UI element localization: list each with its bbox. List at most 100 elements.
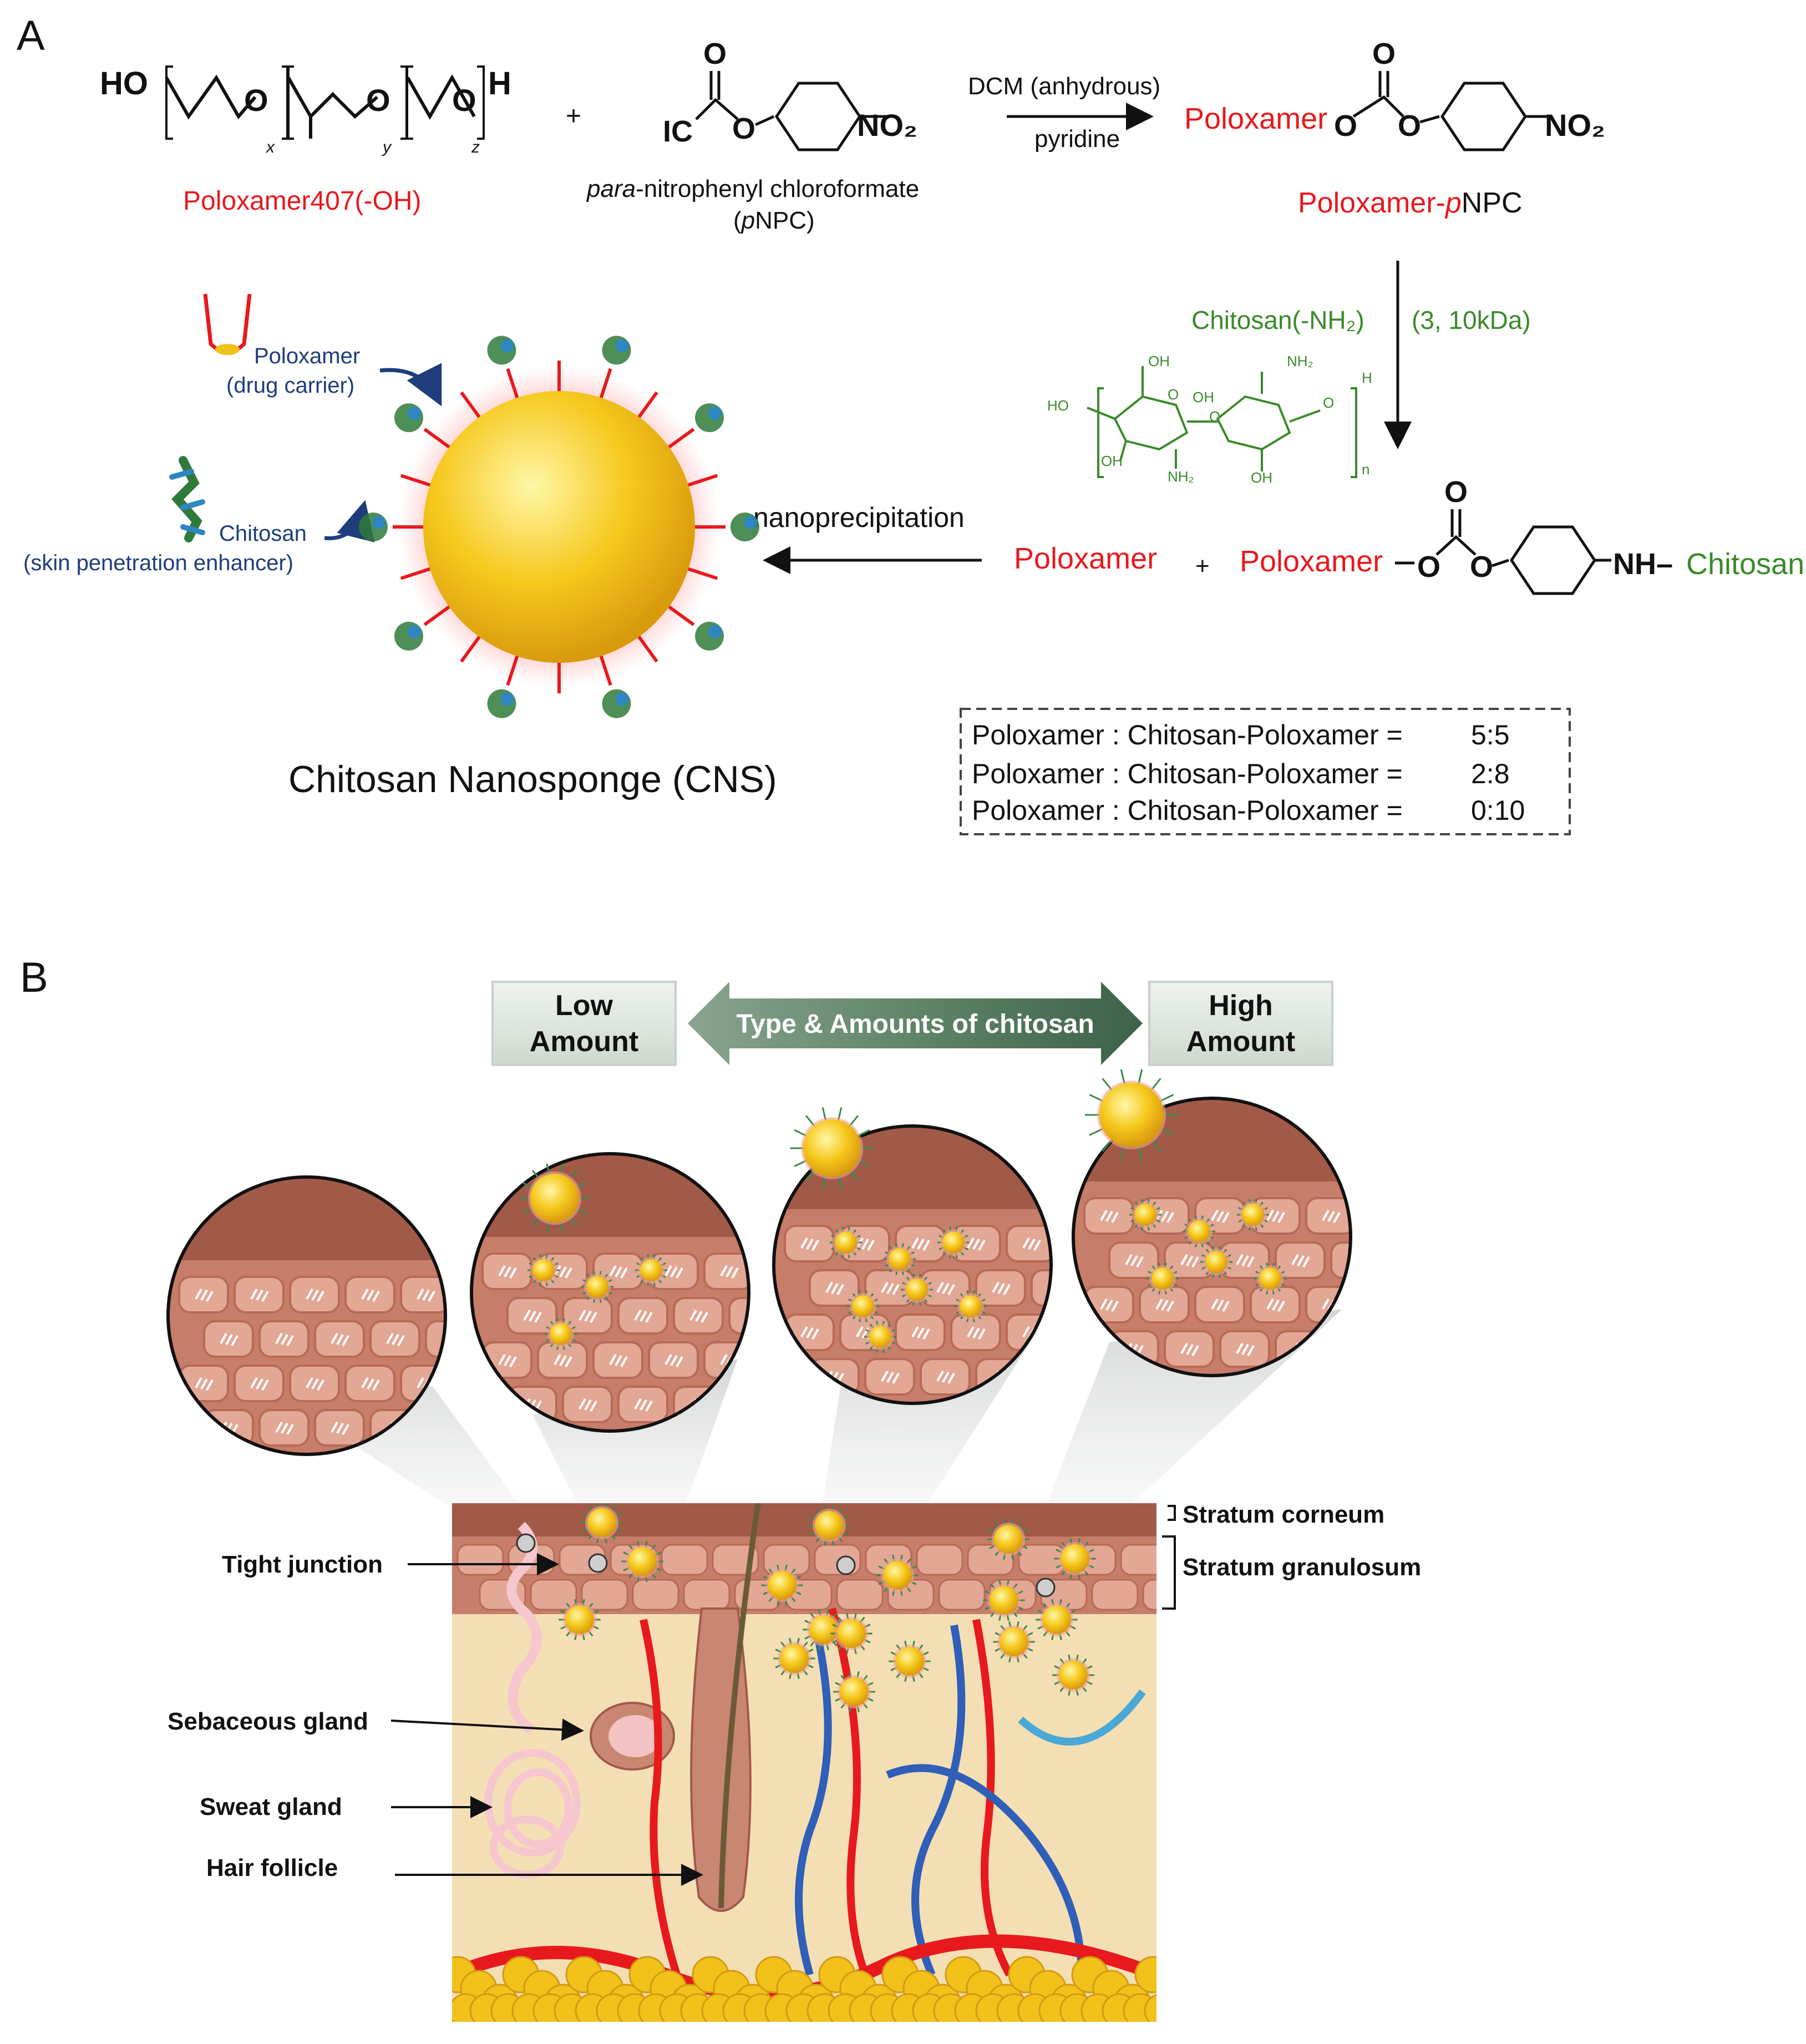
magnified-view-1: [168, 1177, 445, 1454]
condition-solvent: DCM (anhydrous): [968, 73, 1160, 100]
panel-a-label: A: [17, 12, 45, 59]
chitosan-atom-oh1: OH: [1148, 353, 1170, 369]
sweat-duct: [506, 1521, 542, 1735]
poloxamer-pnpc-name: Poloxamer-pNPC: [1298, 187, 1523, 219]
nanoprecipitation-label: nanoprecipitation: [753, 502, 965, 533]
chitosan-atom-h: H: [1362, 369, 1372, 386]
mix-o-left: O: [1417, 550, 1440, 584]
hair-follicle-label: Hair follicle: [206, 1854, 338, 1881]
arrow-label: Type & Amounts of chitosan: [736, 1010, 1094, 1039]
subscript-y: y: [382, 138, 392, 156]
ratio-1-label: Poloxamer : Chitosan-Poloxamer =: [972, 719, 1403, 750]
high-amount-line2: Amount: [1186, 1026, 1295, 1058]
sebaceous-gland-label: Sebaceous gland: [168, 1708, 368, 1735]
chitosan-atom-oh3: OH: [1101, 453, 1123, 469]
ratio-box: [960, 708, 1571, 835]
pnpc-name: para-nitrophenyl chloroformate: [586, 175, 919, 202]
legend-arrow-poloxamer: [379, 363, 442, 407]
poloxamer-legend-icon: [203, 293, 252, 355]
low-amount-line1: Low: [555, 990, 613, 1022]
fat-layer: [452, 1956, 1156, 2022]
cns-core: [423, 391, 695, 663]
ratio-3-label: Poloxamer : Chitosan-Poloxamer =: [972, 795, 1403, 826]
chitosan-atoms: OH NH₂ HO O OH O O H OH NH₂ OH n: [1047, 353, 1372, 486]
legend-poloxamer-sub: (drug carrier): [226, 373, 354, 398]
legend-chitosan: Chitosan: [219, 521, 307, 546]
o-atom: O: [244, 83, 268, 118]
product-poloxamer: Poloxamer: [1184, 102, 1327, 135]
ratio-3-value: 0:10: [1471, 795, 1525, 826]
high-amount-line1: High: [1209, 990, 1273, 1022]
mix-poloxamer: Poloxamer: [1014, 542, 1157, 575]
mix-linker-structure: O O O: [1395, 475, 1611, 595]
poloxamer-pnpc-structure: Poloxamer O O O NO₂: [1184, 37, 1605, 151]
plus-sign-1: +: [566, 102, 581, 131]
high-amount-box: [1148, 981, 1333, 1066]
formula-h: H: [488, 65, 511, 102]
plus-sign-2: +: [1195, 552, 1210, 580]
chitosan-structure: [1087, 366, 1357, 478]
carbonyl-o: O: [703, 37, 727, 70]
ratio-2-value: 2:8: [1471, 758, 1510, 789]
o-atom-2: O: [366, 83, 390, 118]
chitosan-mw-label: (3, 10kDa): [1412, 306, 1531, 334]
corneum-bracket: [1168, 1505, 1176, 1521]
formula-ho: HO: [100, 65, 148, 102]
ratio-2-label: Poloxamer : Chitosan-Poloxamer =: [972, 758, 1403, 789]
chitosan-atom-o2: O: [1209, 408, 1220, 425]
chitosan-atom-oh2: OH: [1193, 389, 1214, 405]
stratum-corneum-label: Stratum corneum: [1183, 1501, 1384, 1528]
legend-poloxamer: Poloxamer: [254, 344, 360, 368]
mix-carbonyl-o: O: [1444, 475, 1468, 509]
skin-nanoparticles: [559, 1503, 1096, 1713]
mix-o-right: O: [1470, 550, 1493, 584]
granulosum-bracket: [1162, 1535, 1176, 1610]
tight-junction-label: Tight junction: [222, 1551, 383, 1578]
condition-base: pyridine: [1034, 125, 1120, 153]
chitosan-atom-nh2b: NH₂: [1168, 468, 1194, 485]
pnpc-structure: O IC O NO₂: [663, 37, 917, 151]
ic-atoms: IC: [663, 115, 693, 148]
chitosan-reagent-label: Chitosan(-NH₂): [1191, 306, 1364, 334]
product-no2: NO₂: [1545, 108, 1605, 143]
o-atom-3: O: [452, 83, 476, 118]
product-carbonyl-o: O: [1372, 37, 1396, 70]
chitosan-legend-icon: [169, 456, 205, 542]
no2-group: NO₂: [857, 108, 917, 143]
low-amount-box: [491, 981, 677, 1066]
legend-arrow-chitosan: [324, 500, 375, 542]
chitosan-atom-oh4: OH: [1251, 469, 1272, 486]
chitosan-gradient-arrow: [688, 982, 1143, 1065]
subscript-x: x: [265, 138, 275, 156]
product-o-right: O: [1398, 109, 1421, 143]
stratum-corneum-layer: [452, 1503, 1156, 1536]
low-amount-line2: Amount: [530, 1026, 638, 1058]
subscript-z: z: [471, 138, 480, 156]
sweat-gland-label: Sweat gland: [200, 1793, 342, 1820]
hair-shaft: [718, 1503, 761, 1909]
product-o-left: O: [1334, 109, 1357, 143]
poloxamer-structure: HO O O O H x y z: [100, 65, 511, 156]
chitosan-atom-nh2a: NH₂: [1287, 353, 1313, 369]
ratio-1-value: 5:5: [1471, 719, 1510, 750]
legend-chitosan-sub: (skin penetration enhancer): [23, 551, 293, 575]
mix-chitosan: Chitosan: [1686, 547, 1804, 581]
sebaceous-gland-pointer: [390, 1718, 584, 1741]
chitosan-atom-o1: O: [1168, 386, 1179, 403]
cns-spokes: [359, 336, 759, 718]
chitosan-nanosponge: [359, 336, 759, 718]
ester-o: O: [732, 112, 755, 145]
mix-poloxamer-2: Poloxamer: [1240, 545, 1383, 578]
chitosan-atom-ho: HO: [1047, 397, 1069, 414]
skin-cross-section: [452, 1503, 1156, 2022]
stratum-granulosum-label: Stratum granulosum: [1183, 1554, 1421, 1581]
mix-nh: NH–: [1613, 547, 1673, 581]
pnpc-abbr: (pNPC): [733, 207, 815, 234]
tight-junction-markers: [516, 1533, 1056, 1597]
poloxamer407-label: Poloxamer407(-OH): [183, 186, 421, 216]
chitosan-atom-o3: O: [1323, 394, 1334, 411]
panel-b-label: B: [20, 954, 48, 1001]
chitosan-atom-n: n: [1362, 461, 1369, 478]
cns-title: Chitosan Nanosponge (CNS): [288, 758, 777, 800]
